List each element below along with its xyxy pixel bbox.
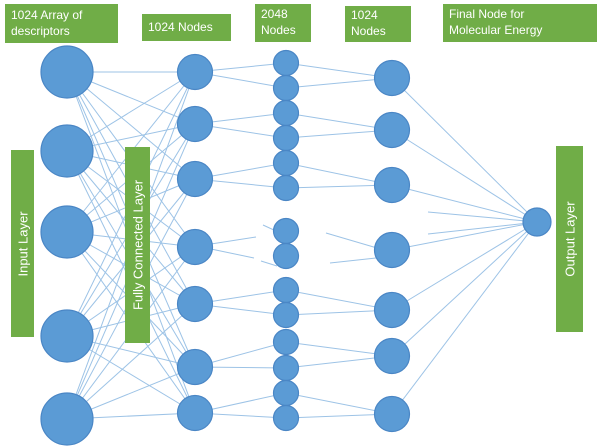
output-layer-band: Output Layer: [556, 146, 583, 332]
label-hidden3-nodes: 1024 Nodes: [345, 6, 411, 42]
node-hidden3: [373, 291, 411, 329]
edge-input-hidden1: [66, 303, 196, 420]
edge-hidden3-output: [391, 221, 538, 415]
node-hidden1: [176, 394, 214, 432]
label-line: Molecular Energy: [449, 23, 543, 37]
label-line: 1024: [351, 8, 378, 23]
output-layer-band-label: Output Layer: [562, 201, 577, 277]
edge-broken-stub: [210, 248, 255, 259]
node-output: [522, 207, 552, 237]
node-hidden1: [176, 228, 214, 266]
node-hidden1: [176, 348, 214, 386]
label-line: descriptors: [11, 23, 70, 38]
node-hidden1: [176, 105, 214, 143]
node-hidden2: [272, 149, 300, 177]
label-input-descriptors: 1024 Array of descriptors: [5, 4, 118, 43]
label-line: 1024 Nodes: [148, 19, 213, 34]
node-input: [40, 45, 94, 99]
edge-input-hidden1: [66, 71, 196, 180]
label-final-node: Final Node for Molecular Energy: [443, 4, 597, 42]
input-layer-band-label: Input Layer: [15, 210, 30, 277]
node-hidden2: [272, 49, 300, 77]
edge-hidden3-output: [391, 129, 538, 223]
edge-hidden3-output: [391, 184, 538, 223]
node-input: [40, 309, 94, 363]
label-line: 1024 Array of: [11, 7, 83, 22]
edge-broken-stub: [329, 257, 377, 264]
node-hidden1: [176, 160, 214, 198]
input-layer-band: Input Layer: [11, 150, 34, 337]
node-hidden2: [272, 217, 300, 245]
node-hidden3: [373, 395, 411, 433]
node-hidden2: [272, 74, 300, 102]
node-hidden2: [272, 242, 300, 270]
node-hidden2: [272, 276, 300, 304]
node-hidden3: [373, 111, 411, 149]
label-hidden2-nodes: 2048 Nodes: [255, 4, 311, 42]
edge-broken-stub: [325, 232, 378, 249]
node-hidden1: [176, 53, 214, 91]
node-input: [40, 124, 94, 178]
node-hidden2: [272, 354, 300, 382]
node-hidden3: [373, 231, 411, 269]
label-line: Nodes: [261, 23, 296, 37]
node-input: [40, 392, 94, 446]
node-hidden3: [373, 166, 411, 204]
node-hidden3: [373, 337, 411, 375]
edge-hidden3-output: [391, 221, 538, 251]
label-hidden1-nodes: 1024 Nodes: [142, 14, 231, 41]
node-input: [40, 205, 94, 259]
label-line: Final Node for: [449, 7, 525, 22]
fully-connected-layer-band-label: Fully Connected Layer: [130, 179, 145, 311]
node-hidden2: [272, 301, 300, 329]
node-hidden3: [373, 59, 411, 97]
edge-broken-stub: [427, 211, 538, 223]
node-hidden2: [272, 124, 300, 152]
node-hidden2: [272, 99, 300, 127]
node-hidden2: [272, 174, 300, 202]
edge-broken-stub: [210, 236, 257, 245]
edge-broken-stub: [427, 221, 538, 235]
edge-hidden3-output: [391, 77, 538, 223]
edge-hidden3-output: [391, 221, 538, 357]
edge-hidden3-output: [391, 221, 538, 311]
edge-broken-stub: [260, 260, 278, 267]
label-line: 2048: [261, 7, 288, 22]
node-hidden2: [272, 404, 300, 432]
fully-connected-layer-band: Fully Connected Layer: [125, 147, 150, 343]
node-hidden1: [176, 285, 214, 323]
node-hidden2: [272, 379, 300, 407]
label-line: Nodes: [351, 24, 386, 38]
node-hidden2: [272, 328, 300, 356]
